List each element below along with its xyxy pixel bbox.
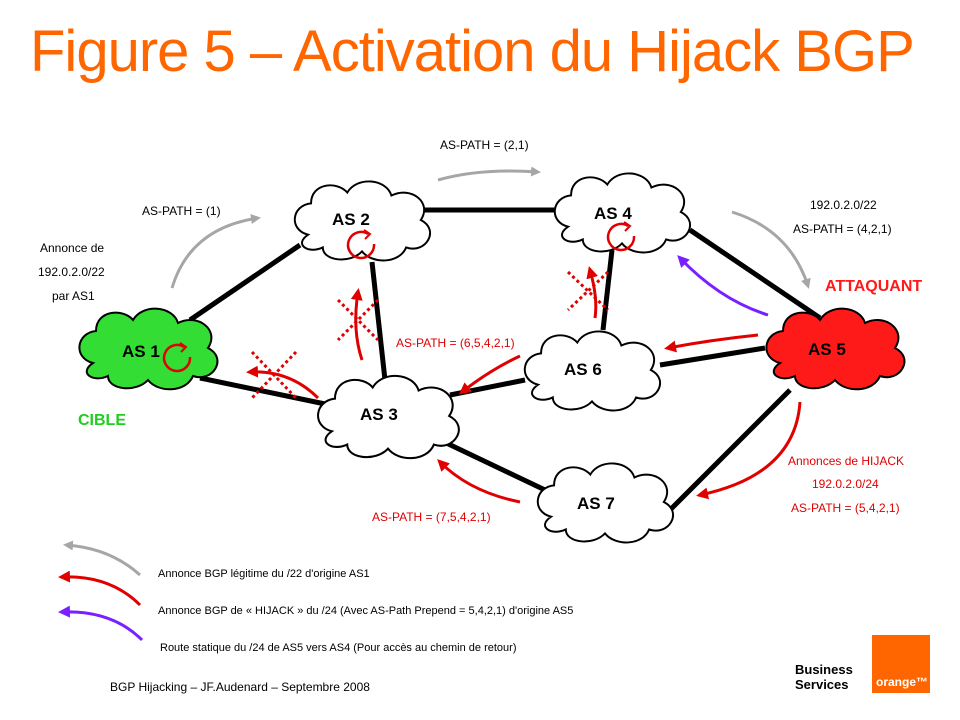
as7-cloud — [536, 462, 675, 544]
annot-aspath-6-5-4-2-1: AS-PATH = (6,5,4,2,1) — [396, 336, 515, 350]
cross-as3-as2 — [336, 298, 380, 342]
gray-arrow-as4-as5 — [731, 210, 811, 289]
link-as1-as2 — [188, 242, 302, 323]
purple-arrow-legend — [58, 605, 144, 642]
slide-title: Figure 5 – Activation du Hijack BGP — [30, 19, 915, 84]
as-clouds — [78, 172, 906, 544]
gray-arrow-legend — [63, 540, 142, 577]
link-as2-as3 — [369, 261, 388, 381]
legend-gray: Annonce BGP légitime du /22 d'origine AS… — [158, 568, 370, 580]
red-arrow-as7-as3 — [437, 459, 521, 504]
gray-arrow-as1-as2 — [170, 214, 261, 289]
legend-red: Annonce BGP de « HIJACK » du /24 (Avec A… — [158, 605, 573, 617]
loop-icons — [162, 221, 636, 373]
annot-hijack-line1: Annonces de HIJACK — [788, 454, 904, 468]
annot-as5-prefix: 192.0.2.0/22 — [810, 198, 877, 212]
brand-line2: Services — [795, 677, 849, 692]
brand-line1: Business — [795, 662, 853, 677]
as2-label: AS 2 — [332, 210, 370, 229]
annot-aspath-as1: AS-PATH = (1) — [142, 204, 221, 218]
cross-as6-as4 — [566, 270, 610, 312]
as1-label: AS 1 — [122, 342, 160, 361]
gray-arrows — [63, 166, 811, 577]
annot-as1-line3: par AS1 — [52, 289, 95, 303]
brand-text: Business Services — [795, 662, 853, 692]
gray-arrow-as2-as4 — [437, 166, 541, 182]
link-as1-as3 — [199, 375, 331, 408]
as6-label: AS 6 — [564, 360, 602, 379]
link-as3-as7 — [438, 437, 547, 493]
link-as4-as6 — [600, 249, 615, 331]
orange-logo: orange™ — [872, 635, 930, 693]
annot-hijack-line3: AS-PATH = (5,4,2,1) — [791, 501, 900, 515]
as5-cloud — [765, 307, 906, 391]
footer-text: BGP Hijacking – JF.Audenard – Septembre … — [110, 680, 370, 694]
legend: Annonce BGP légitime du /22 d'origine AS… — [158, 568, 573, 654]
as7-label: AS 7 — [577, 494, 615, 513]
link-as4-as5 — [688, 227, 822, 321]
legend-purple: Route statique du /24 de AS5 vers AS4 (P… — [160, 642, 517, 654]
annot-as1-line2: 192.0.2.0/22 — [38, 265, 105, 279]
red-arrow-legend — [58, 570, 142, 607]
attacker-label: ATTAQUANT — [825, 278, 922, 295]
link-as7-as5 — [668, 388, 792, 512]
annot-aspath-2-1: AS-PATH = (2,1) — [440, 138, 529, 152]
purple-arrows — [58, 255, 769, 642]
as5-label: AS 5 — [808, 340, 846, 359]
purple-arrow-as5-as4 — [677, 255, 769, 317]
red-arrow-as5-as6 — [664, 333, 759, 353]
as3-label: AS 3 — [360, 405, 398, 424]
red-arrow-as3-as1-blocked — [246, 365, 320, 400]
as2-cloud — [293, 180, 432, 262]
as6-cloud — [523, 330, 662, 412]
red-arrow-as5-as7 — [696, 401, 802, 500]
annot-aspath-4-2-1: AS-PATH = (4,2,1) — [793, 222, 892, 236]
link-as3-as6 — [449, 377, 526, 398]
red-arrows — [58, 266, 802, 607]
loop-icon-as4 — [606, 221, 636, 252]
blocked-crosses — [250, 270, 610, 400]
annot-hijack-line2: 192.0.2.0/24 — [812, 477, 879, 491]
links — [188, 207, 822, 512]
loop-icon-as1 — [162, 342, 192, 373]
as3-cloud — [317, 374, 460, 460]
target-label: CIBLE — [78, 412, 126, 429]
annot-aspath-7-5-4-2-1: AS-PATH = (7,5,4,2,1) — [372, 510, 491, 524]
as4-cloud — [553, 172, 692, 254]
orange-logo-text: orange™ — [876, 675, 929, 689]
annot-as1-line1: Annonce de — [40, 241, 104, 255]
red-arrow-as6-as3 — [458, 354, 521, 395]
link-as6-as5 — [659, 345, 766, 368]
loop-icon-as2 — [346, 229, 376, 260]
cross-as3-as1 — [250, 350, 298, 400]
red-arrow-as3-as2-blocked — [350, 288, 364, 361]
as4-label: AS 4 — [594, 204, 632, 223]
